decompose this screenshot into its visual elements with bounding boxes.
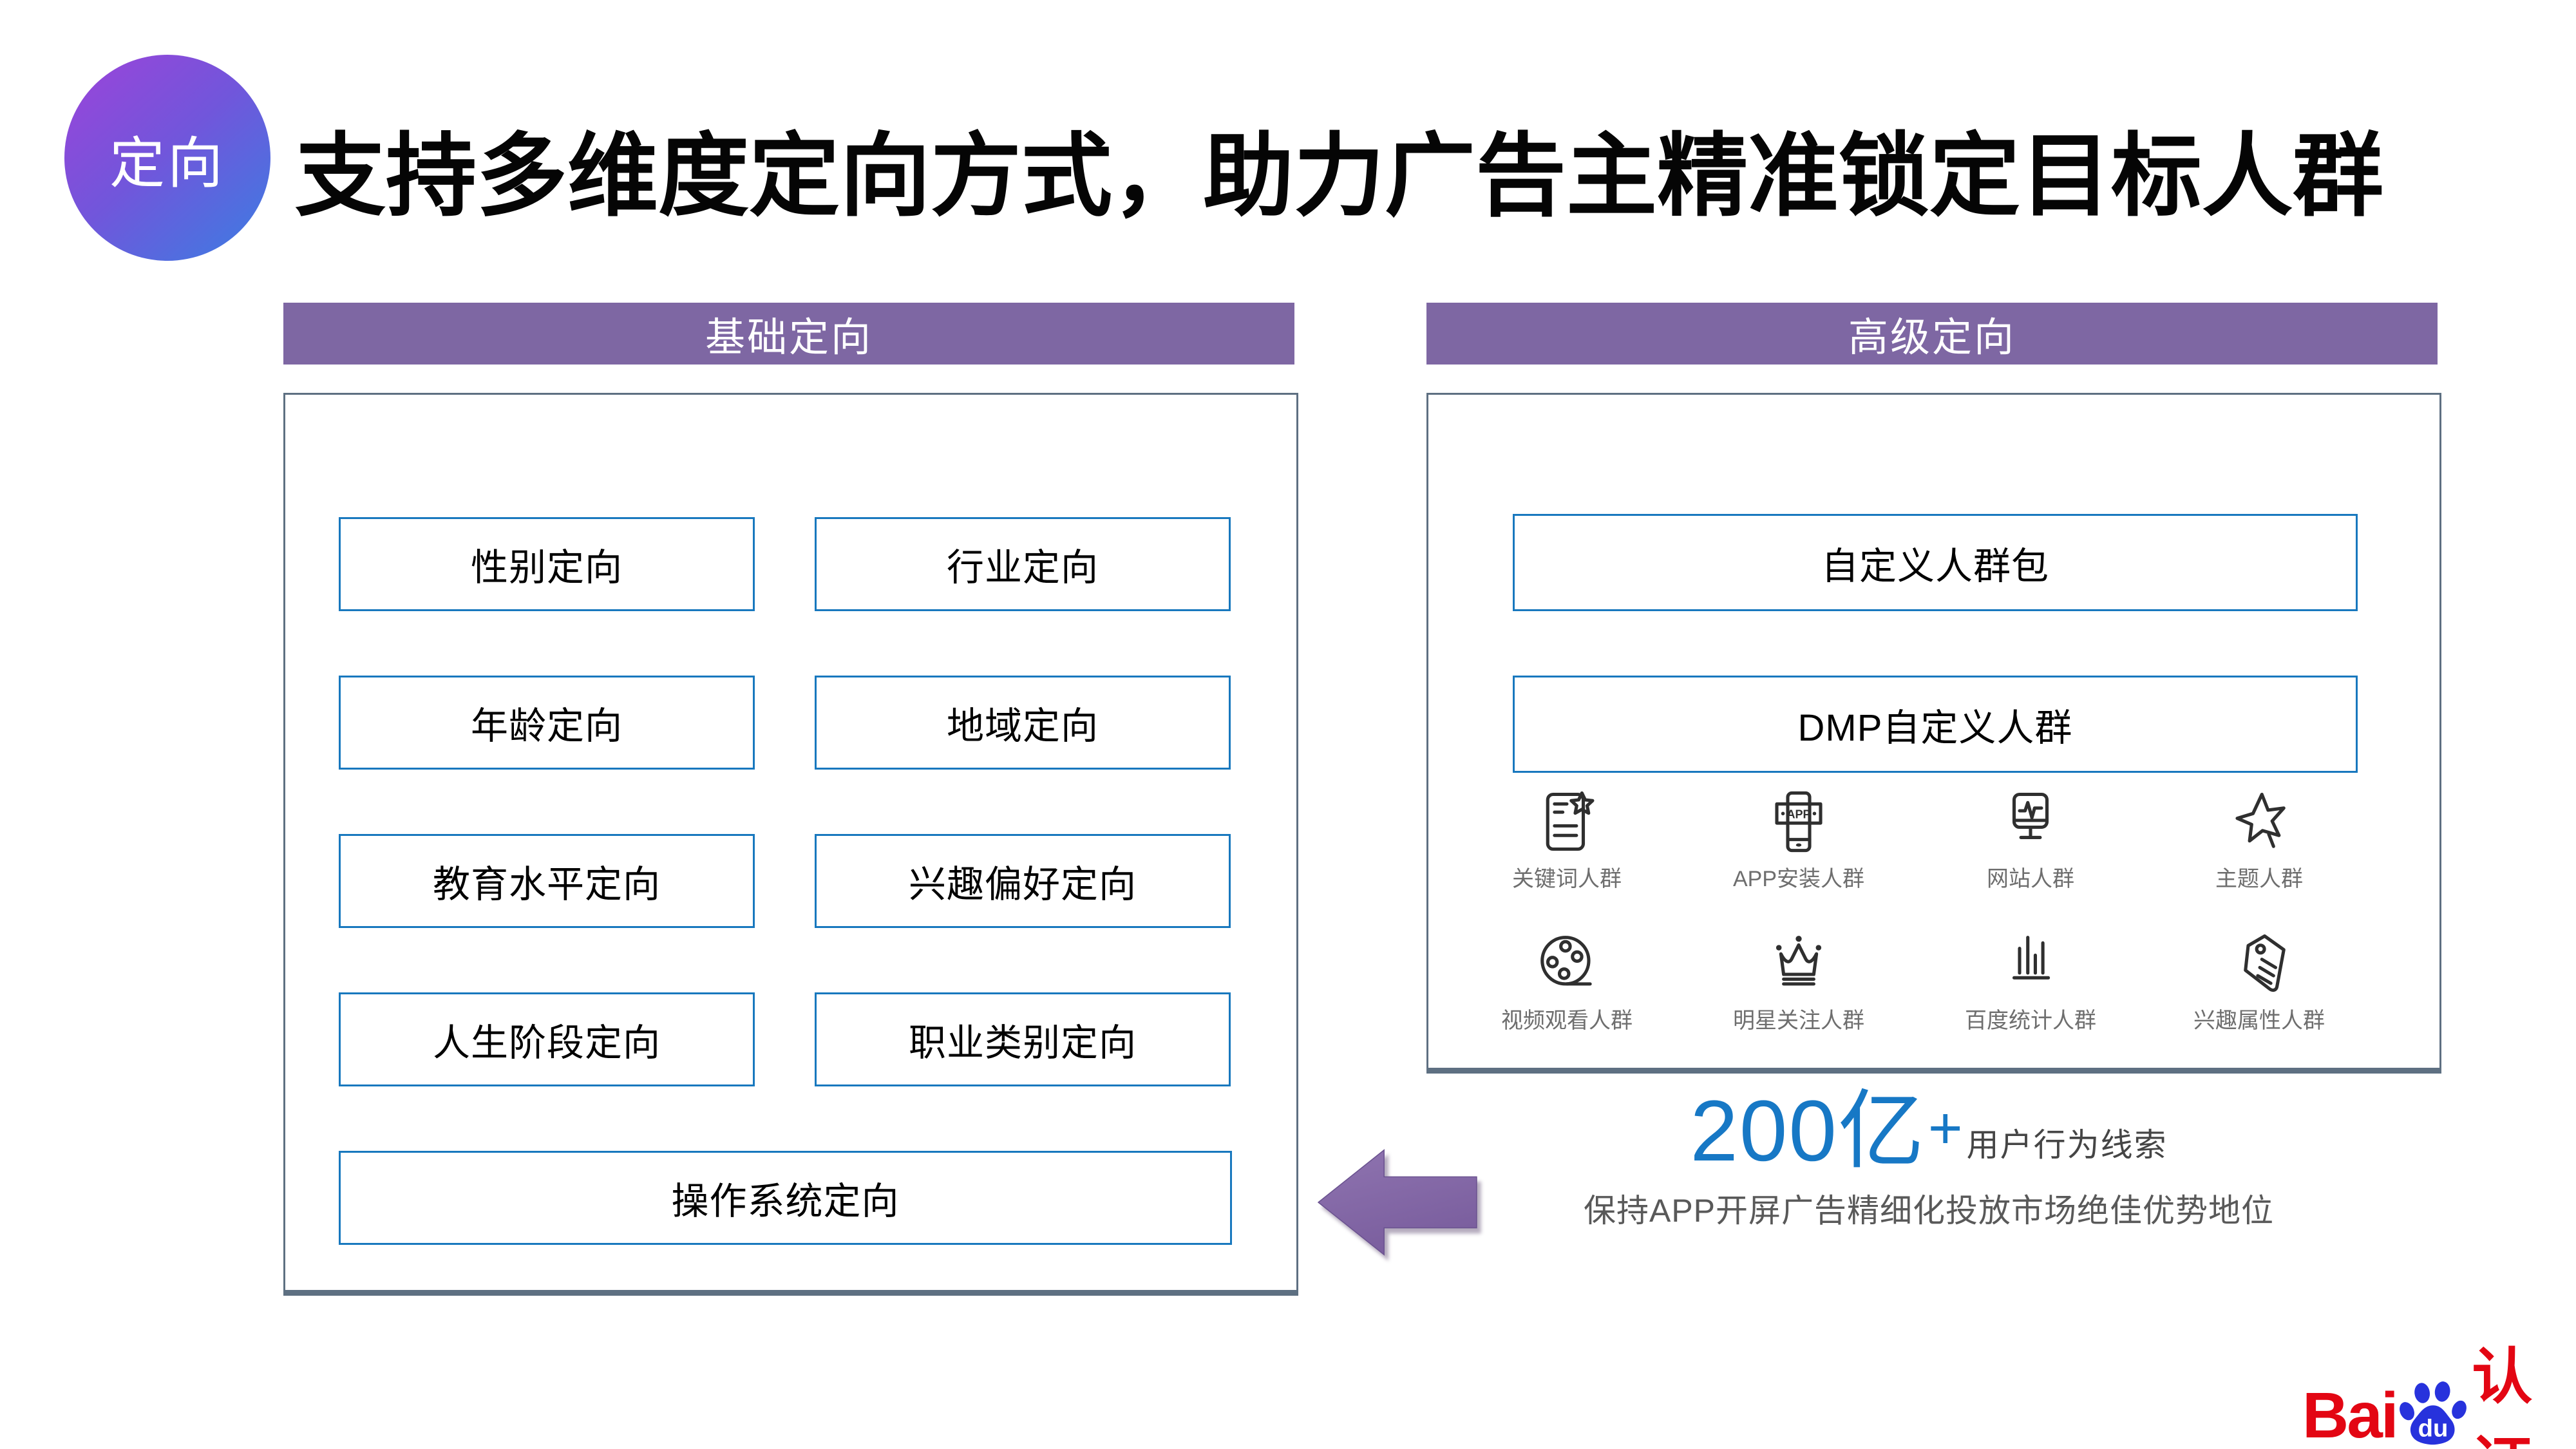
stat-number: 200亿 xyxy=(1690,1083,1926,1179)
stats-line1: 200亿 + 用户行为线索 xyxy=(1690,1088,2167,1175)
baidu-paw-icon: du xyxy=(2399,1381,2467,1445)
stat-description: 保持APP开屏广告精细化投放市场绝佳优势地位 xyxy=(1583,1193,2275,1229)
basic-targeting-header-bar: 基础定向 xyxy=(283,303,1294,365)
page-title: 支持多维度定向方式，助力广告主精准锁定目标人群 xyxy=(295,125,2384,227)
advanced-item-dmp-custom-crowd: DMP自定义人群 xyxy=(1513,676,2358,773)
advanced-item-custom-crowd-pack: 自定义人群包 xyxy=(1513,514,2358,611)
audience-cell-video-watch: 视频观看人群 xyxy=(1470,931,1663,1034)
logo-du-text: du xyxy=(2418,1415,2448,1443)
advanced-targeting-panel: 自定义人群包 DMP自定义人群 关键词人群 APP xyxy=(1426,393,2441,1074)
stat-plus: + xyxy=(1927,1095,1963,1161)
basic-item-industry: 行业定向 xyxy=(815,517,1231,611)
basic-item-gender: 性别定向 xyxy=(339,517,755,611)
audience-label: APP安装人群 xyxy=(1732,867,1865,891)
stats-block: 200亿 + 用户行为线索 保持APP开屏广告精细化投放市场绝佳优势地位 xyxy=(1501,1088,2357,1231)
logo-bai-text: Bai xyxy=(2302,1379,2399,1449)
topic-star-icon xyxy=(2235,792,2286,848)
audience-label: 视频观看人群 xyxy=(1501,1009,1633,1033)
baidu-cert-logo: Bai du 认证 xyxy=(2302,1328,2576,1449)
advanced-targeting-header-bar: 高级定向 xyxy=(1426,303,2438,365)
advanced-targeting-header-label: 高级定向 xyxy=(1848,316,2016,360)
basic-item-age: 年龄定向 xyxy=(339,676,755,770)
basic-item-interest-preference: 兴趣偏好定向 xyxy=(815,834,1231,928)
website-monitor-icon xyxy=(2012,792,2049,839)
targeting-badge-circle: 定向 xyxy=(64,55,270,261)
audience-cell-star-follow: 明星关注人群 xyxy=(1702,931,1895,1034)
audience-label: 网站人群 xyxy=(1987,867,2074,891)
basic-targeting-header-label: 基础定向 xyxy=(705,316,873,360)
video-film-reel-icon xyxy=(1540,936,1592,986)
svg-text:APP: APP xyxy=(1786,808,1810,821)
audience-label: 明星关注人群 xyxy=(1733,1009,1864,1033)
interest-tag-icon xyxy=(2244,934,2286,992)
audience-label: 主题人群 xyxy=(2215,867,2303,891)
audience-cell-website: 网站人群 xyxy=(1934,789,2127,893)
stat-suffix: 用户行为线索 xyxy=(1966,1127,2168,1163)
keyword-document-star-icon xyxy=(1546,791,1595,851)
logo-cert-text: 认证 xyxy=(2472,1343,2532,1449)
audience-cell-baidu-stats: 百度统计人群 xyxy=(1934,931,2127,1034)
audience-cell-interest-attribute: 兴趣属性人群 xyxy=(2163,931,2356,1034)
audience-label: 兴趣属性人群 xyxy=(2193,1009,2325,1033)
basic-item-occupation: 职业类别定向 xyxy=(815,992,1231,1086)
star-crown-icon xyxy=(1776,936,1822,986)
basic-item-education: 教育水平定向 xyxy=(339,834,755,928)
badge-label: 定向 xyxy=(109,132,225,194)
audience-label: 百度统计人群 xyxy=(1965,1009,2096,1033)
audience-cell-topic: 主题人群 xyxy=(2163,789,2356,893)
basic-item-os: 操作系统定向 xyxy=(339,1151,1232,1245)
app-install-phone-icon: APP xyxy=(1775,791,1823,853)
left-arrow-icon xyxy=(1317,1149,1477,1256)
basic-item-region: 地域定向 xyxy=(815,676,1231,770)
stats-bars-icon xyxy=(2012,936,2050,980)
audience-label: 关键词人群 xyxy=(1512,867,1622,891)
basic-item-life-stage: 人生阶段定向 xyxy=(339,992,755,1086)
audience-cell-app-install: APP APP安装人群 xyxy=(1702,789,1895,893)
audience-cell-keyword: 关键词人群 xyxy=(1470,789,1663,893)
basic-targeting-panel: 性别定向 行业定向 年龄定向 地域定向 教育水平定向 兴趣偏好定向 人生阶段定向… xyxy=(283,393,1298,1296)
left-arrow xyxy=(1317,1146,1478,1259)
